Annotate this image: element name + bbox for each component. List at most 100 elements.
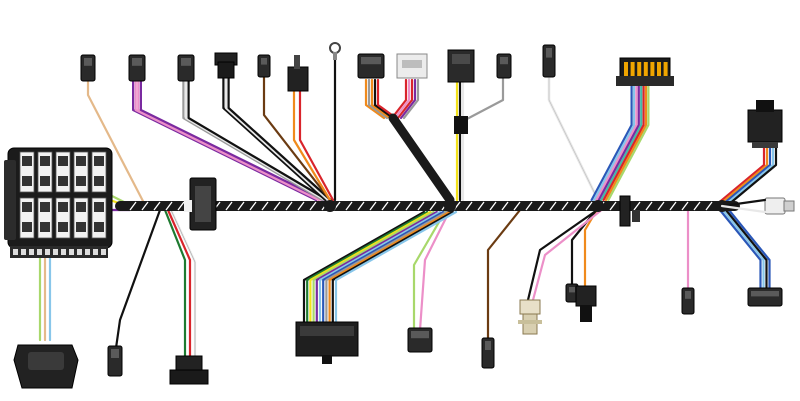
splice-face [195, 186, 211, 222]
bundle-large-bottom [325, 210, 448, 332]
plug-redgreen-left [169, 355, 209, 385]
plug-blue-right [747, 287, 783, 307]
bundle-right-bottom [722, 205, 768, 292]
trunk-stripe [309, 201, 317, 211]
trunk-stripe [249, 201, 257, 211]
trunk-stripe [225, 201, 233, 211]
wire-black-bulb [526, 206, 602, 302]
bundle-large-bottom [328, 210, 451, 332]
bundle-right-bottom [716, 205, 762, 292]
bulk-face [300, 326, 354, 336]
fuse-slot-pin [22, 176, 32, 186]
bundle-large-bottom [306, 210, 429, 332]
relay-right-stem [580, 306, 592, 322]
wire-red-left [166, 208, 192, 362]
trunk-stripe [381, 201, 389, 211]
bundle-right-top [717, 138, 769, 207]
plug-brown-bottom [481, 337, 495, 369]
bulk-connector-bottom [295, 321, 359, 364]
wire-pink-bottom [418, 208, 452, 332]
fuse-box-pin [53, 249, 58, 255]
trunk-stripe [129, 201, 137, 211]
ring-terminal [329, 42, 341, 60]
fuse-box-pin [101, 249, 106, 255]
relay-socket-right [747, 100, 783, 148]
inline-white-tip [783, 200, 795, 212]
bundle-orange-red [373, 78, 395, 120]
bundle-large-bottom [318, 210, 442, 332]
fuse-slot-pin [58, 176, 68, 186]
bundle-red-purple [390, 78, 408, 120]
plug-redgreen-base [169, 369, 209, 385]
bundle-black-white [224, 76, 330, 202]
trunk-stripe [141, 201, 149, 211]
trunk-stripe [549, 201, 557, 211]
fuse-slot-pin [76, 222, 86, 232]
bulk-latch [322, 356, 332, 364]
bundle-orange-red [367, 78, 389, 120]
bundle-ribbon [590, 83, 633, 202]
trunk-stripe [669, 201, 677, 211]
bundle-right-top [723, 138, 775, 207]
fuse-box-base [10, 246, 108, 258]
plug-black-left-shine [111, 349, 119, 358]
inline-fuse-holder [619, 195, 640, 227]
plug-brown-shine [261, 58, 267, 65]
trunk-stripe [465, 201, 473, 211]
fuse-slot-pin [58, 202, 68, 212]
fuse-box-pin [85, 249, 90, 255]
fuse-slot-pin [76, 176, 86, 186]
fuse-slot-pin [22, 156, 32, 166]
plug-brown-bottom-shine [485, 341, 491, 350]
wire-red-top [298, 88, 335, 202]
bundle-right-top [720, 138, 772, 207]
fuse-box-pin [29, 249, 34, 255]
relay-connector-right [575, 285, 597, 322]
trunk-stripe [645, 201, 653, 211]
wire-white-diagonal [547, 76, 600, 202]
bundle-black-white [227, 76, 332, 202]
trunk-stripe [705, 201, 713, 211]
bulb-socket [518, 299, 542, 335]
plug-blue-right-body [747, 287, 783, 307]
plug-gray-shine [181, 58, 191, 66]
ring-terminal-eye [329, 42, 341, 54]
trunk-stripe [501, 201, 509, 211]
fuse-slot-pin [76, 202, 86, 212]
plug-pink-right-shine [685, 291, 691, 299]
plug-center-left-shine [361, 57, 381, 65]
trunk-stripe [393, 201, 401, 211]
bundle-red-purple [396, 78, 414, 120]
bulb-socket-top [519, 299, 541, 315]
bundle-ribbon [602, 83, 645, 202]
wire-brown-bottom [486, 208, 522, 342]
trunk-stripe [273, 201, 281, 211]
trunk-stripe [489, 201, 497, 211]
fuse-box-pin [93, 249, 98, 255]
junction-node [444, 200, 456, 212]
relay-right-body [575, 285, 597, 307]
obd-face [28, 352, 64, 370]
bundle-large-bottom [322, 210, 445, 332]
multi-pin-header [616, 57, 674, 86]
header-pin [657, 62, 661, 76]
trunk-stripe [573, 201, 581, 211]
plug-green-bottom-shine [411, 331, 429, 339]
wire-green-left [163, 208, 187, 362]
plug-orange-red-tab [294, 55, 300, 69]
header-pin [650, 62, 655, 76]
plug-gray-elbow-shine [500, 57, 508, 65]
trunk-stripe [513, 201, 521, 211]
bundle-orange-red [376, 78, 398, 120]
plug-white-shine [546, 48, 552, 58]
header-pin [630, 62, 635, 76]
wire-brown-top [262, 73, 332, 202]
bundle-right-top [714, 138, 766, 207]
bundle-large-bottom [312, 210, 435, 332]
trunk-stripe [657, 201, 665, 211]
header-pin [624, 62, 628, 76]
obd-connector [13, 344, 79, 389]
wire-gray-elbow [463, 76, 505, 122]
